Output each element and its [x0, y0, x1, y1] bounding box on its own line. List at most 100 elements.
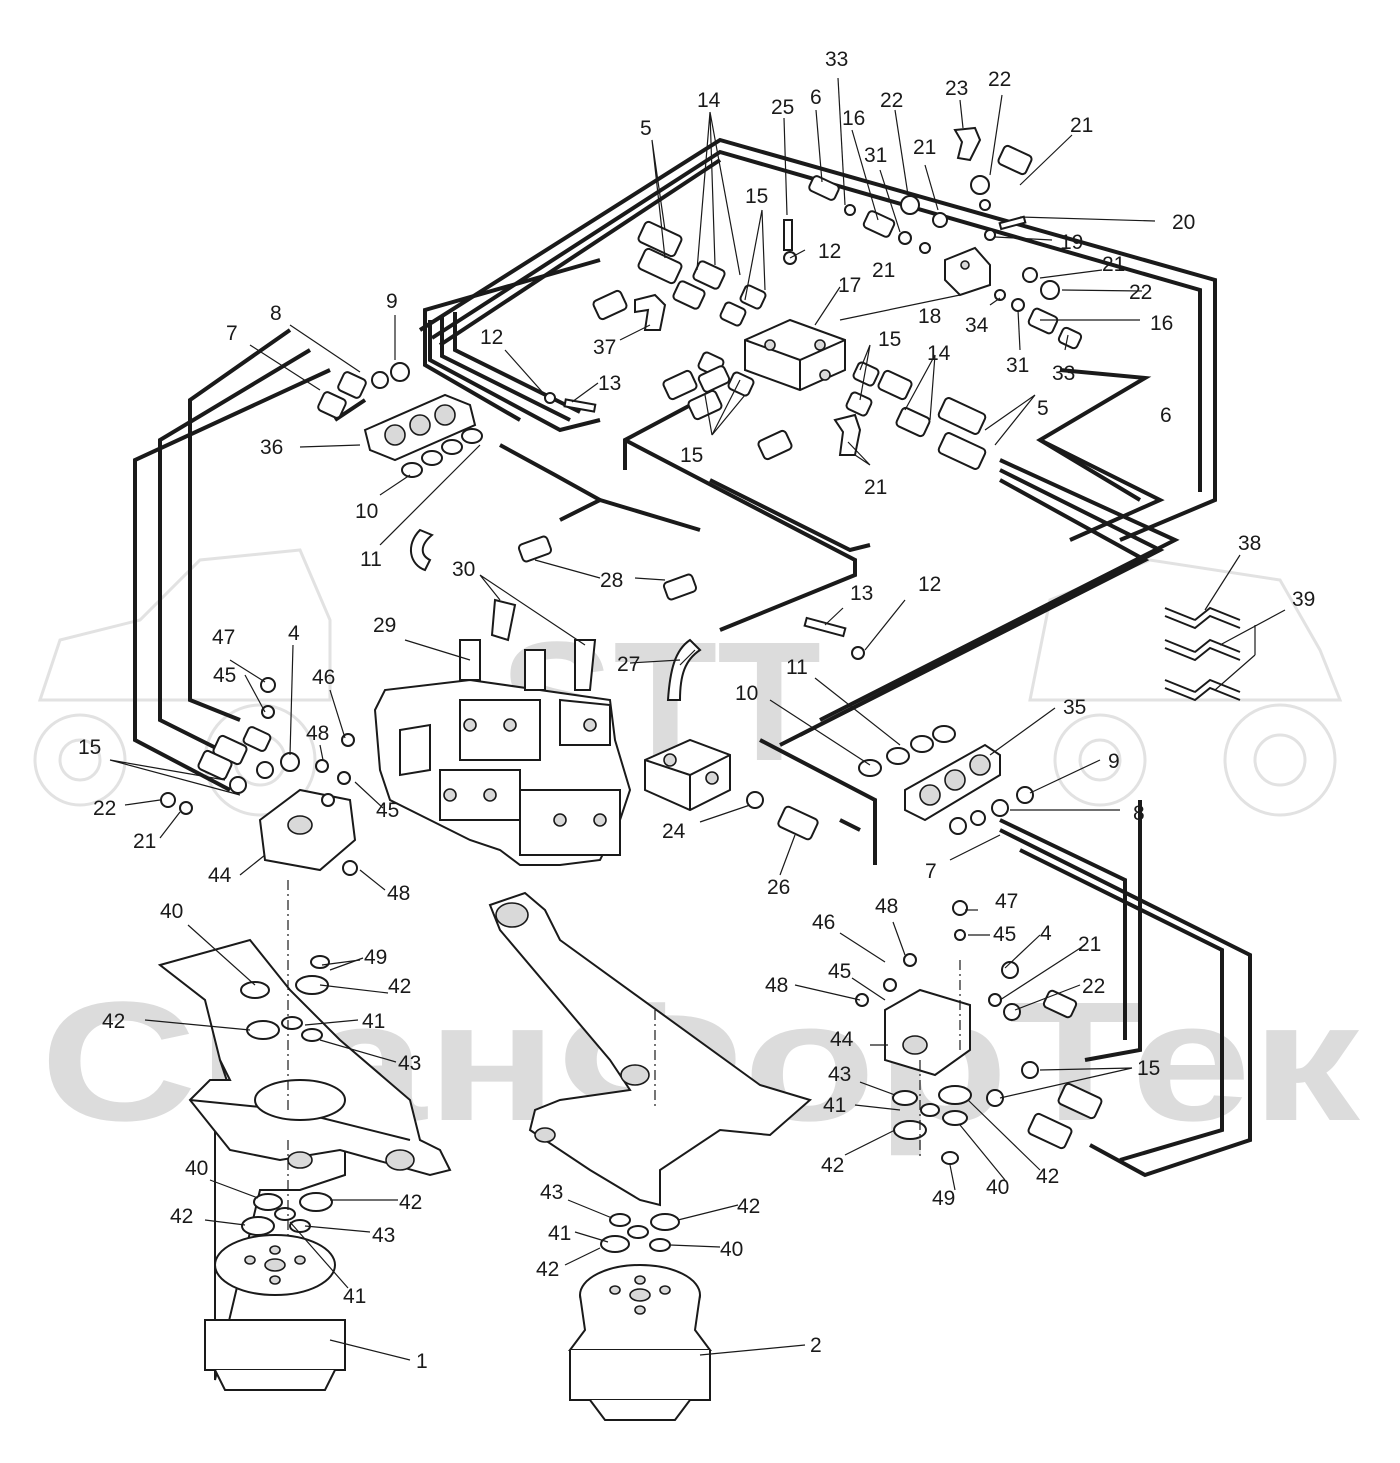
callout-16: 16: [1150, 312, 1173, 335]
callout-21: 21: [1070, 114, 1093, 137]
callout-29: 29: [373, 614, 396, 637]
callout-40: 40: [986, 1176, 1009, 1199]
swing-arm-left: [157, 938, 452, 1177]
callout-31: 31: [1006, 354, 1029, 377]
pipe-right-loop: [1039, 438, 1165, 542]
callout-41: 41: [548, 1222, 571, 1245]
callout-5: 5: [640, 117, 652, 140]
callout-8: 8: [1133, 802, 1145, 825]
callout-43: 43: [828, 1063, 851, 1086]
pipe-middle-route: [499, 443, 605, 522]
callout-9: 9: [386, 290, 398, 313]
callout-44: 44: [830, 1028, 854, 1051]
callout-41: 41: [823, 1094, 846, 1117]
callout-13: 13: [850, 582, 873, 605]
callout-48: 48: [875, 895, 898, 918]
callout-25: 25: [771, 96, 794, 119]
callout-42: 42: [399, 1191, 422, 1214]
callout-46: 46: [812, 911, 835, 934]
clamp-38: [1164, 606, 1241, 630]
fitting-23-elbow: [953, 126, 982, 162]
callout-22: 22: [880, 89, 903, 112]
callout-48: 48: [387, 882, 410, 905]
callout-42: 42: [170, 1205, 193, 1228]
clamp-39: [1164, 638, 1241, 702]
callout-15: 15: [1137, 1057, 1160, 1080]
callout-27: 27: [617, 653, 640, 676]
callout-40: 40: [185, 1157, 208, 1180]
callout-2: 2: [810, 1334, 822, 1357]
callout-43: 43: [540, 1181, 563, 1204]
callout-21: 21: [913, 136, 936, 159]
callout-48: 48: [306, 722, 329, 745]
callout-43: 43: [372, 1224, 395, 1247]
callout-11: 11: [786, 656, 808, 679]
callout-10: 10: [735, 682, 758, 705]
callout-5: 5: [1037, 397, 1049, 420]
callout-15: 15: [680, 444, 703, 467]
callout-17: 17: [838, 274, 861, 297]
swivel-block-left: [258, 788, 357, 872]
callout-1: 1: [416, 1350, 428, 1373]
callout-34: 34: [965, 314, 989, 337]
callout-23: 23: [945, 77, 968, 100]
callout-22: 22: [1082, 975, 1105, 998]
callout-46: 46: [312, 666, 335, 689]
callout-22: 22: [988, 68, 1011, 91]
callout-4: 4: [1040, 922, 1052, 945]
callout-21: 21: [1102, 253, 1125, 276]
callout-42: 42: [737, 1195, 760, 1218]
fitting-15-upper: [719, 284, 767, 327]
callout-42: 42: [102, 1010, 125, 1033]
manifold-block-17: [744, 318, 846, 392]
callout-49: 49: [364, 946, 387, 969]
watermark-tractor-right-icon: [1028, 558, 1343, 817]
fitting-5-upper: [637, 220, 683, 285]
callout-40: 40: [160, 900, 183, 923]
callout-9: 9: [1108, 750, 1120, 773]
callout-18: 18: [918, 305, 941, 328]
pipe-bottom-loop: [759, 738, 877, 865]
callout-15: 15: [745, 185, 768, 208]
callout-12: 12: [918, 573, 941, 596]
callout-21: 21: [133, 830, 156, 853]
callout-40: 40: [720, 1238, 743, 1261]
callout-16: 16: [842, 107, 865, 130]
callout-6: 6: [1160, 404, 1172, 427]
callout-26: 26: [767, 876, 790, 899]
callout-7: 7: [226, 322, 238, 345]
callout-22: 22: [1129, 281, 1152, 304]
pipe-left-loop: [188, 328, 292, 722]
callout-10: 10: [355, 500, 378, 523]
callout-44: 44: [208, 864, 232, 887]
flange-plate-35: [904, 743, 1001, 822]
travel-motor-right: [568, 1264, 712, 1421]
callout-14: 14: [697, 89, 721, 112]
callout-14: 14: [927, 342, 951, 365]
leader-lines: [109, 77, 1286, 1361]
callout-12: 12: [480, 326, 503, 349]
callout-41: 41: [343, 1285, 366, 1308]
callout-45: 45: [828, 960, 851, 983]
callout-45: 45: [376, 799, 399, 822]
callout-30: 30: [452, 558, 475, 581]
callout-33: 33: [825, 48, 848, 71]
callout-6: 6: [810, 86, 822, 109]
pipe-outer-top-loop: [418, 137, 1217, 542]
callout-8: 8: [270, 302, 282, 325]
callout-45: 45: [213, 664, 236, 687]
callout-43: 43: [398, 1052, 421, 1075]
callout-15: 15: [878, 328, 901, 351]
callout-48: 48: [765, 974, 788, 997]
pipe-routes: [133, 137, 1252, 1178]
callout-20: 20: [1172, 211, 1195, 234]
callout-11: 11: [360, 548, 382, 571]
flange-plate-36: [363, 393, 477, 462]
callout-42: 42: [388, 975, 411, 998]
callout-7: 7: [925, 860, 937, 883]
callout-21: 21: [864, 476, 887, 499]
callout-38: 38: [1238, 532, 1261, 555]
callout-22: 22: [93, 797, 116, 820]
callout-4: 4: [288, 622, 300, 645]
fittings: [160, 126, 1103, 1253]
